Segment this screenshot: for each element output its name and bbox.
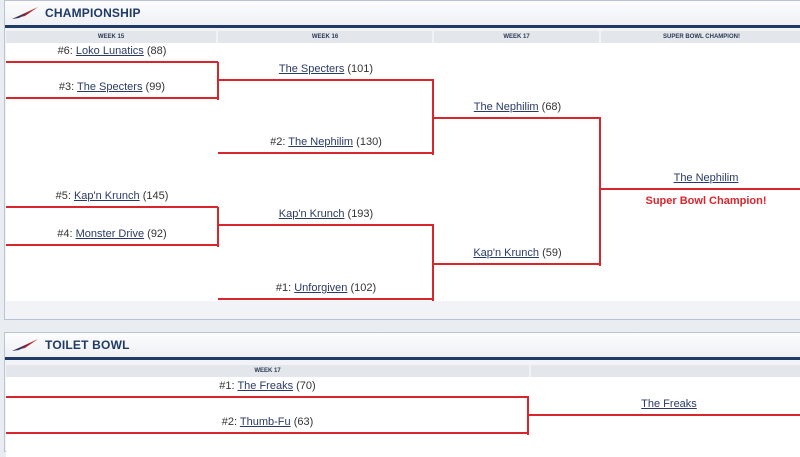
bracket-slot: The Nephilim (68) — [434, 99, 601, 119]
winner-team-link[interactable]: The Freaks — [641, 398, 697, 410]
bracket-slot: #3: The Specters (99) — [6, 79, 218, 99]
bracket-connector — [432, 80, 434, 155]
seed: #4: — [57, 228, 73, 240]
team-link[interactable]: Thumb-Fu — [239, 416, 291, 428]
championship-bracket: #6: Loko Lunatics (88) #3: The Specters … — [6, 43, 800, 301]
team-link[interactable]: Loko Lunatics — [75, 45, 144, 57]
seed: #5: — [55, 190, 71, 202]
team-link[interactable]: The Nephilim — [473, 101, 539, 113]
seed: #2: — [221, 416, 238, 428]
score: (88) — [146, 45, 167, 57]
toilet-bowl-column-headers: WEEK 17 — [6, 365, 800, 377]
champion-slot: The Nephilim — [601, 170, 800, 190]
bracket-slot: The Specters (101) — [218, 61, 434, 81]
score: (63) — [293, 416, 314, 428]
team-link[interactable]: Kap'n Krunch — [473, 247, 540, 259]
bracket-slot: #6: Loko Lunatics (88) — [6, 43, 218, 63]
col-week15: WEEK 15 — [6, 31, 218, 43]
score: (68) — [541, 101, 562, 113]
toilet-bowl-header: TOILET BOWL — [5, 333, 800, 360]
score: (102) — [350, 282, 377, 294]
toilet-bowl-bracket: #1: The Freaks (70) #2: Thumb-Fu (63) Th… — [6, 377, 800, 457]
bracket-connector — [217, 62, 219, 100]
seed: #1: — [275, 282, 292, 294]
team-link[interactable]: Kap'n Krunch — [278, 208, 345, 220]
bracket-connector — [432, 225, 434, 301]
bracket-slot: #2: Thumb-Fu (63) — [6, 414, 529, 434]
team-link[interactable]: The Specters — [77, 81, 143, 93]
score: (92) — [147, 228, 167, 240]
toilet-bowl-panel: TOILET BOWL WEEK 17 #1: The Freaks (70) … — [4, 332, 800, 457]
bracket-slot: #5: Kap'n Krunch (145) — [6, 188, 218, 208]
bracket-connector — [527, 397, 529, 435]
score: (101) — [347, 63, 374, 75]
team-link[interactable]: Unforgiven — [294, 282, 348, 294]
winner-slot: The Freaks — [529, 396, 800, 416]
col-winner — [531, 365, 800, 377]
team-link[interactable]: The Freaks — [237, 380, 294, 392]
bracket-slot: #1: The Freaks (70) — [6, 378, 529, 398]
col-week17: WEEK 17 — [6, 365, 531, 377]
bracket-slot: #2: The Nephilim (130) — [218, 134, 434, 154]
col-week17: WEEK 17 — [434, 31, 601, 43]
championship-title: CHAMPIONSHIP — [45, 6, 141, 20]
bracket-slot: Kap'n Krunch (59) — [434, 245, 601, 265]
team-link[interactable]: Monster Drive — [75, 228, 145, 240]
score: (59) — [542, 247, 562, 259]
bracket-slot: #1: Unforgiven (102) — [218, 280, 434, 300]
team-link[interactable]: Kap'n Krunch — [73, 190, 140, 202]
bracket-connector — [599, 118, 601, 266]
score: (193) — [347, 208, 374, 220]
score: (145) — [142, 190, 169, 202]
championship-column-headers: WEEK 15 WEEK 16 WEEK 17 SUPER BOWL CHAMP… — [6, 31, 800, 43]
seed: #1: — [219, 380, 235, 392]
seed: #2: — [270, 136, 286, 148]
champion-team-link[interactable]: The Nephilim — [673, 172, 739, 184]
championship-panel: CHAMPIONSHIP WEEK 15 WEEK 16 WEEK 17 SUP… — [4, 0, 800, 320]
score: (99) — [145, 81, 166, 93]
team-link[interactable]: The Specters — [278, 63, 345, 75]
league-logo-icon — [12, 339, 38, 351]
bracket-slot: #4: Monster Drive (92) — [6, 226, 218, 246]
bracket-connector — [217, 207, 219, 247]
bracket-slot: Kap'n Krunch (193) — [218, 206, 434, 226]
score: (70) — [296, 380, 316, 392]
seed: #3: — [58, 81, 75, 93]
toilet-bowl-title: TOILET BOWL — [45, 338, 130, 352]
seed: #6: — [57, 45, 73, 57]
champion-label: Super Bowl Champion! — [645, 195, 767, 207]
championship-header: CHAMPIONSHIP — [5, 1, 800, 28]
team-link[interactable]: The Nephilim — [288, 136, 354, 148]
score: (130) — [356, 136, 382, 148]
col-week16: WEEK 16 — [218, 31, 434, 43]
col-champion: SUPER BOWL CHAMPION! — [601, 31, 800, 43]
league-logo-icon — [12, 7, 38, 19]
